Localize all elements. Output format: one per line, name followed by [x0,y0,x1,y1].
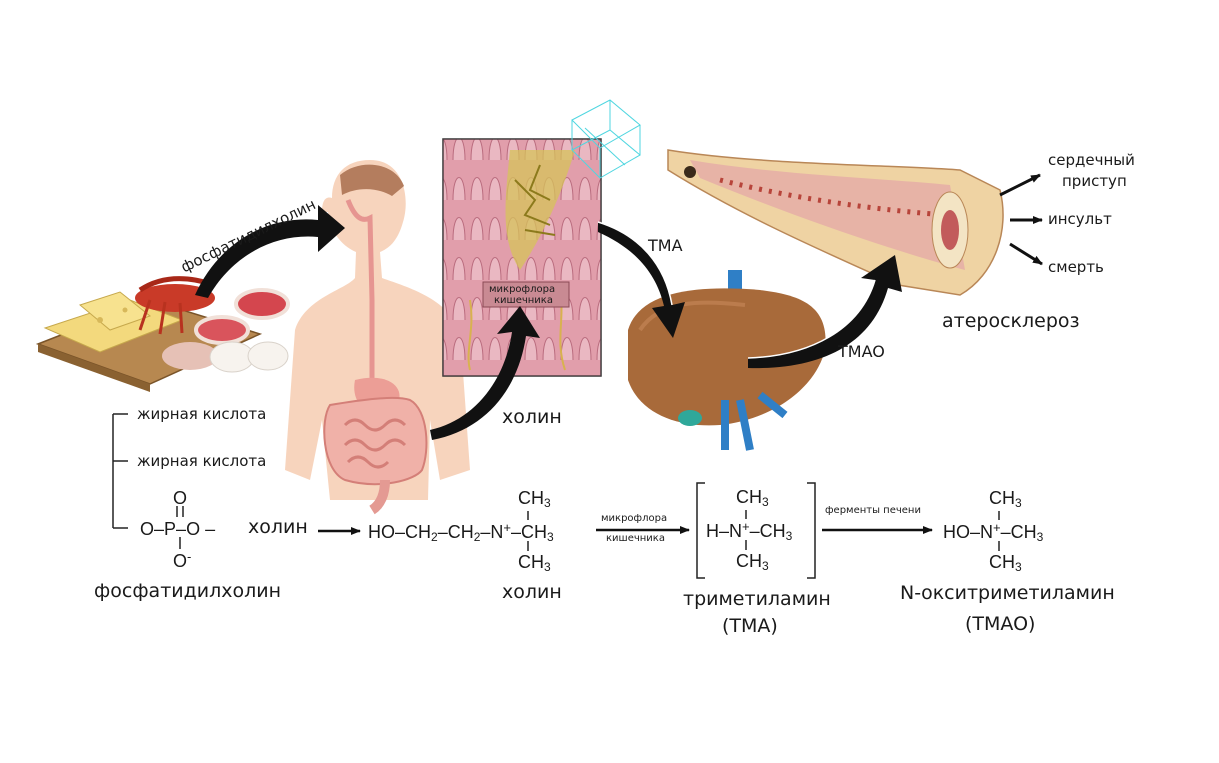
tmao-label: N-окситриметиламин [900,582,1115,604]
arrow2-top-label: ферменты печени [825,505,921,516]
tma-core: H–N+–CH3 [706,519,793,543]
fatty-acid-bracket [112,413,128,529]
human-body-illustration [285,160,470,515]
arrow1-top-label: микрофлора [601,513,668,524]
fatty-acid-1: жирная кислота [137,405,267,423]
reaction-arrows [318,526,933,535]
phosphate-o-top: O [173,488,188,508]
arrow-micrograph-to-liver [598,222,685,338]
tma-ch3-bottom: CH3 [736,551,769,573]
outcome-stroke: инсульт [1048,210,1112,228]
tmao-ch3-bottom: CH3 [989,552,1022,574]
choline-n-bonds [527,510,1000,551]
tma-abbr: (TMA) [722,615,778,637]
tmao-ch3-top: CH3 [989,488,1022,510]
choline-group-label: холин [248,516,308,538]
arrow-liver-to-artery [748,255,902,369]
tmao-arrow-label: TMAO [838,342,885,361]
arrow-gut-to-micrograph [430,306,540,440]
tmao-core: HO–N+–CH3 [943,520,1044,544]
bacteria-cage-icon [571,99,641,179]
phosphatidylcholine-label: фосфатидилхолин [94,580,282,602]
choline-label: холин [502,581,562,603]
phosphate-bonds [176,506,184,549]
choline-arrow-label: холин [502,406,562,428]
choline-ch3-top: CH3 [518,488,551,510]
pathway-arrows [195,205,902,440]
tmao-abbr: (TMAO) [965,613,1036,635]
outcome-heart-attack-line1: сердечный [1048,151,1135,169]
microflora-box-line2: кишечника [494,295,553,306]
atherosclerosis-label: атеросклероз [942,310,1080,332]
outcome-arrows [999,173,1043,266]
fatty-acid-2: жирная кислота [137,452,267,470]
tma-arrow-label: TMA [648,236,683,255]
tma-ch3-top: CH3 [736,487,769,509]
phosphate-group: O–P–O – [140,519,216,539]
outcome-death: смерть [1048,258,1104,276]
arrow1-bottom-label: кишечника [606,533,665,544]
tma-brackets [696,482,816,579]
outcome-heart-attack-line2: приступ [1062,172,1127,190]
choline-ch3-bottom: CH3 [518,552,551,574]
arrow-food-to-mouth [195,205,345,298]
food-illustration [35,276,290,392]
artery-illustration [667,149,1004,296]
choline-chain: HO–CH2–CH2–N+–CH3 [368,520,554,544]
phosphate-o-bottom: O- [173,549,192,571]
microflora-box-line1: микрофлора [489,284,556,295]
tma-label: триметиламин [683,588,831,610]
